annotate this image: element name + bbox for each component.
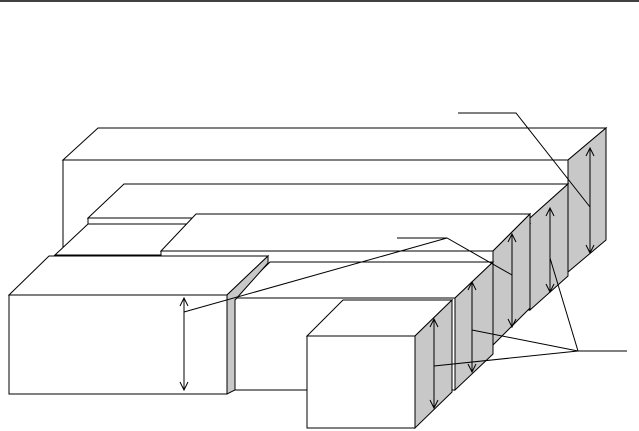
box-front-left-front — [8, 294, 228, 395]
height-arrow-fourth — [507, 232, 517, 329]
box-front-left-side — [226, 254, 269, 395]
box-second-top — [86, 183, 570, 219]
box-front-left-top — [7, 255, 270, 296]
height-arrow-fifth — [467, 280, 477, 374]
height-arrow-front-left — [179, 296, 189, 392]
leader-line-right-branch-2 — [433, 350, 579, 367]
box-front-right — [305, 298, 454, 430]
height-arrow-second — [545, 206, 555, 294]
height-arrow-back-large — [585, 146, 595, 255]
box-fifth-top — [231, 261, 495, 299]
box-back-large-top — [61, 127, 608, 161]
box-front-right-front — [306, 335, 416, 429]
leader-line-top — [458, 112, 591, 208]
leader-line-right-branch-1 — [471, 329, 579, 352]
box-front-left — [7, 254, 270, 395]
leader-line-middle-branch — [183, 237, 448, 313]
height-arrow-front-right — [429, 317, 439, 410]
box-fifth-side — [454, 260, 494, 392]
box-fourth-top — [159, 213, 532, 252]
